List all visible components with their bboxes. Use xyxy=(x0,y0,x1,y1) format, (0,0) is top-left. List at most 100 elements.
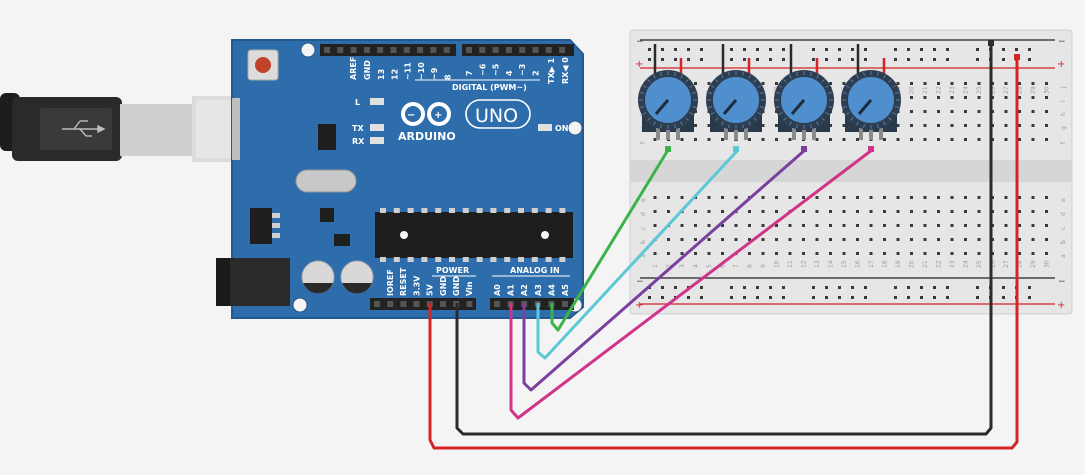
column-label: 22 xyxy=(936,86,943,94)
rail-minus-bl: − xyxy=(636,277,644,287)
tx-led-label: TX xyxy=(352,124,364,133)
column-label: 29 xyxy=(1030,260,1037,268)
column-label: 19 xyxy=(895,260,902,268)
column-label: 18 xyxy=(882,260,889,268)
row-label: i xyxy=(1060,100,1067,102)
row-label: h xyxy=(1060,112,1067,116)
row-label: d xyxy=(640,212,647,216)
column-label: 20 xyxy=(909,86,916,94)
column-label: 28 xyxy=(1017,86,1024,94)
wire-end xyxy=(801,146,807,152)
digital-label: DIGITAL (PWM~) xyxy=(452,83,527,92)
breadboard[interactable]: − − + + − − + + 112233445566778899101011… xyxy=(629,29,1073,315)
digital-pin-label: ~3 xyxy=(518,64,527,76)
column-label: 10 xyxy=(774,260,781,268)
column-label: 27 xyxy=(1003,260,1010,268)
column-label: 25 xyxy=(976,260,983,268)
analog-pin-label: A4 xyxy=(547,284,556,296)
digital-pin-label: ~9 xyxy=(430,67,439,80)
rail-minus-tl: − xyxy=(636,37,644,47)
pot-1[interactable] xyxy=(638,70,698,140)
row-label: c xyxy=(1060,227,1067,230)
row-label: f xyxy=(640,141,647,144)
rx-led-label: RX xyxy=(352,137,365,146)
column-label: 20 xyxy=(909,260,916,268)
column-label: 28 xyxy=(1017,260,1024,268)
power-pin-label: GND xyxy=(452,276,461,296)
gnd-label: GND xyxy=(363,60,372,80)
row-label: d xyxy=(1060,212,1067,216)
power-header[interactable] xyxy=(370,298,476,310)
power-pin-label: IOREF xyxy=(386,269,395,296)
pot-4[interactable] xyxy=(841,70,901,140)
pot-indicator xyxy=(722,99,738,115)
column-label: 13 xyxy=(814,260,821,268)
row-label: a xyxy=(640,254,647,258)
column-label: 24 xyxy=(963,260,970,268)
wire-end xyxy=(868,146,874,152)
column-label: 26 xyxy=(990,260,997,268)
svg-text:+: + xyxy=(434,110,442,121)
usb-icon xyxy=(62,120,106,137)
rail-minus-tr: − xyxy=(1058,37,1066,47)
column-label: 7 xyxy=(733,264,740,268)
analog-pin-label: A0 xyxy=(493,284,502,296)
rail-minus-br: − xyxy=(1058,277,1066,287)
power-pin-label: GND xyxy=(439,276,448,296)
column-label: 9 xyxy=(760,264,767,268)
digital-pin-label: 12 xyxy=(390,69,399,80)
row-label: e xyxy=(640,198,647,202)
led-on xyxy=(538,124,552,131)
column-label: 16 xyxy=(855,260,862,268)
analog-pin-label: A1 xyxy=(507,284,516,296)
column-label: 21 xyxy=(922,260,929,268)
rail-plus-bl: + xyxy=(635,300,643,311)
column-label: 15 xyxy=(841,260,848,268)
wire-5v[interactable] xyxy=(428,56,1019,450)
row-label: b xyxy=(1060,240,1067,244)
digital-pin-label: ~10 xyxy=(417,62,426,80)
capacitor-2 xyxy=(340,260,374,294)
usb-cable[interactable] xyxy=(0,93,240,162)
analog-pin-label: A3 xyxy=(534,284,543,296)
pot-3[interactable] xyxy=(774,70,834,140)
row-label: f xyxy=(1060,141,1067,144)
digital-pin-label: ~11 xyxy=(404,62,413,80)
row-label: g xyxy=(1060,126,1067,130)
wire-a4[interactable] xyxy=(550,149,670,332)
column-label: 21 xyxy=(922,86,929,94)
wire-gnd[interactable] xyxy=(455,44,993,436)
column-label: 26 xyxy=(990,86,997,94)
digital-pin-label: 7 xyxy=(465,70,474,76)
capacitor-1 xyxy=(301,260,335,294)
rail-plus-br: + xyxy=(1057,300,1065,311)
wire-a1[interactable] xyxy=(509,148,873,420)
column-label: 3 xyxy=(679,264,686,268)
crystal xyxy=(295,169,357,193)
model-badge xyxy=(465,99,531,129)
column-label: 23 xyxy=(949,86,956,94)
power-jack[interactable] xyxy=(216,258,290,306)
wires[interactable] xyxy=(428,40,1020,450)
column-label: 5 xyxy=(706,264,713,268)
aref-label: AREF xyxy=(349,57,358,80)
digital-header-right[interactable] xyxy=(462,44,574,56)
analog-header[interactable] xyxy=(490,298,574,310)
column-label: 17 xyxy=(868,260,875,268)
analog-in-label: ANALOG IN xyxy=(510,266,560,275)
wire-a3[interactable] xyxy=(536,148,740,360)
usb-chip xyxy=(318,124,336,150)
column-label: 6 xyxy=(720,264,727,268)
pot-2[interactable] xyxy=(706,70,766,140)
column-label: 30 xyxy=(1044,260,1051,268)
led-l-label: L xyxy=(355,98,360,107)
led-rx xyxy=(370,137,384,144)
wire-a2[interactable] xyxy=(522,148,806,392)
reset-button[interactable] xyxy=(247,49,279,81)
voltage-regulator xyxy=(250,208,272,244)
row-label: c xyxy=(640,227,647,230)
column-label: 4 xyxy=(693,264,700,268)
column-label: 12 xyxy=(801,260,808,268)
